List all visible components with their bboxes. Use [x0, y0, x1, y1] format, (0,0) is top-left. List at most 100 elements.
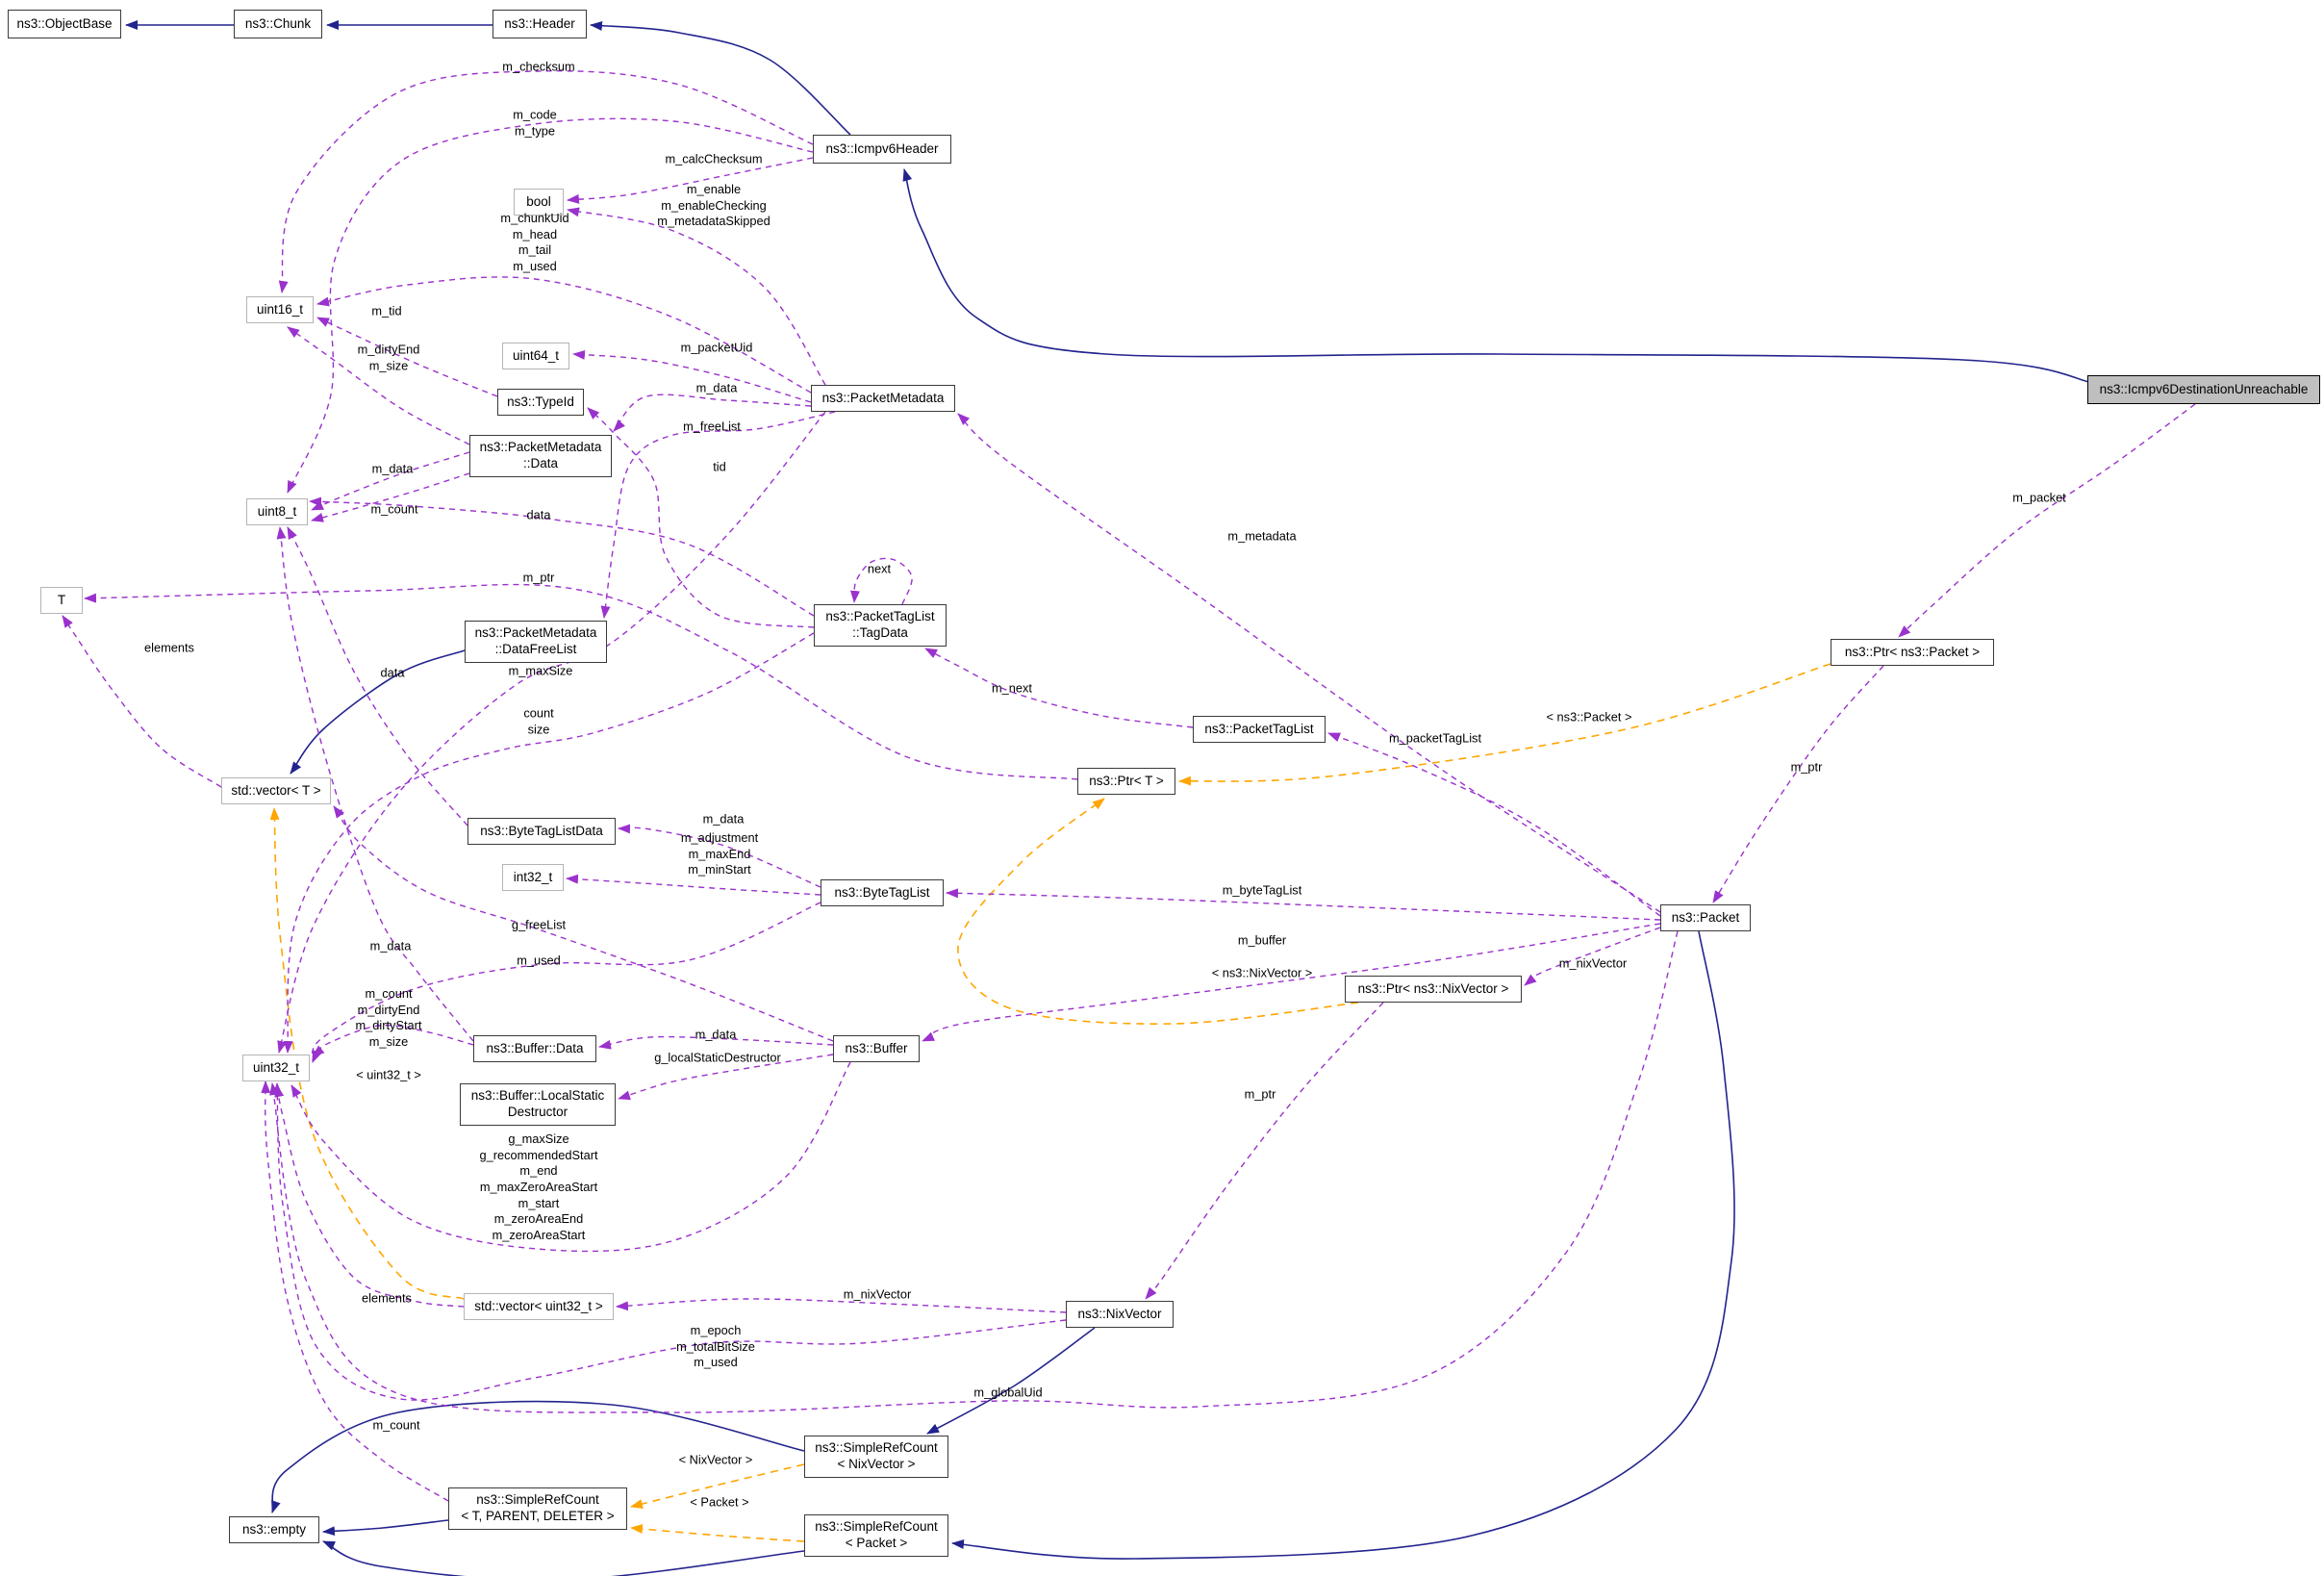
edge-usage-bytetaglist-uint32: [311, 902, 821, 1063]
edge-inherit-nixvector-srcnix: [926, 1327, 1096, 1435]
node-bufferlsd[interactable]: ns3::Buffer::LocalStatic Destructor: [460, 1083, 616, 1126]
edge-usage-packetmetadata-pmdata: [613, 394, 812, 432]
node-ptrnixvector[interactable]: ns3::Ptr< ns3::NixVector >: [1345, 976, 1522, 1003]
node-uint32[interactable]: uint32_t: [242, 1055, 310, 1081]
node-ptrt[interactable]: ns3::Ptr< T >: [1077, 768, 1175, 795]
node-uint64[interactable]: uint64_t: [502, 343, 569, 369]
node-nixvector[interactable]: ns3::NixVector: [1066, 1301, 1174, 1328]
edge-label-packet-buffer: m_buffer: [1237, 932, 1287, 948]
node-ptrpacket[interactable]: ns3::Ptr< ns3::Packet >: [1831, 639, 1994, 666]
edge-usage-packetmetadata-pmdatafreelist: [600, 411, 836, 619]
edge-inherit-srcnix-empty: [271, 1400, 805, 1513]
node-srctpd[interactable]: ns3::SimpleRefCount < T, PARENT, DELETER…: [448, 1487, 627, 1530]
node-bytetaglist[interactable]: ns3::ByteTagList: [821, 879, 944, 906]
edge-label-pmdata-uint8: m_count: [370, 501, 418, 517]
node-bufferdata[interactable]: ns3::Buffer::Data: [473, 1035, 596, 1062]
edge-usage-idu-ptrpacket: [1898, 403, 2196, 638]
edge-label-nixvector-vectoruint32: m_nixVector: [843, 1286, 912, 1302]
edge-usage-ptrnixvector-nixvector: [1145, 1002, 1384, 1300]
node-typeid[interactable]: ns3::TypeId: [497, 389, 584, 416]
edge-label-packetmetadata-uint16: m_chunkUid m_head m_tail m_used: [500, 210, 569, 273]
node-empty[interactable]: ns3::empty: [229, 1516, 319, 1543]
edge-label-pmdata-uint8: m_data: [371, 461, 414, 476]
edge-template-vectoruint32-vectort: [269, 807, 465, 1300]
node-packet[interactable]: ns3::Packet: [1660, 904, 1751, 931]
edge-label-tagdata-uint32: count size: [523, 705, 554, 736]
node-tagdata[interactable]: ns3::PacketTagList ::TagData: [814, 604, 947, 647]
edge-label-vectoruint32-vectort: < uint32_t >: [356, 1067, 421, 1082]
edge-label-packet-uint32: m_globalUid: [973, 1385, 1043, 1400]
node-packettaglist[interactable]: ns3::PacketTagList: [1193, 716, 1326, 743]
edge-label-bufferdata-uint32: m_count m_dirtyEnd m_dirtyStart m_size: [355, 985, 422, 1049]
node-buffer[interactable]: ns3::Buffer: [833, 1035, 920, 1062]
edge-label-ptrpacket-ptrt: < ns3::Packet >: [1546, 709, 1632, 724]
edge-label-bytetaglist-bytetaglistdata: m_data: [702, 811, 745, 826]
edge-usage-pmdata-uint8: [311, 451, 470, 511]
node-vectoruint32[interactable]: std::vector< uint32_t >: [464, 1293, 614, 1320]
node-idu[interactable]: ns3::Icmpv6DestinationUnreachable: [2087, 375, 2320, 404]
edge-label-bytetaglistdata-uint8: data: [380, 665, 405, 680]
edge-usage-buffer-bufferlsd: [618, 1054, 834, 1101]
edge-usage-vectoruint32-uint32: [274, 1084, 465, 1308]
node-pmdatafreelist[interactable]: ns3::PacketMetadata ::DataFreeList: [465, 621, 607, 663]
node-bool[interactable]: bool: [514, 189, 564, 216]
edge-usage-packetmetadata-uint64: [572, 349, 812, 403]
node-bytetaglistdata[interactable]: ns3::ByteTagListData: [467, 818, 616, 845]
edge-label-packettaglist-tagdata: m_next: [992, 680, 1032, 696]
edge-label-packetmetadata-pmdata: m_data: [695, 380, 738, 395]
edge-inherit-srcpacket-empty: [322, 1540, 805, 1576]
edge-usage-bufferdata-uint32: [312, 1024, 474, 1057]
edge-label-buffer-uint32: g_maxSize g_recommendedStart m_end m_max…: [479, 1131, 598, 1242]
edge-usage-buffer-uint32: [290, 1061, 851, 1253]
edge-label-bytetaglist-uint32: m_used: [517, 953, 561, 968]
edge-usage-ptrpacket-packet: [1712, 665, 1884, 903]
edge-usage-tagdata-tagdata: [849, 557, 913, 605]
edge-label-buffer-bufferdata: m_data: [695, 1027, 737, 1042]
node-icmpv6header[interactable]: ns3::Icmpv6Header: [813, 135, 951, 164]
node-objectbase[interactable]: ns3::ObjectBase: [8, 10, 121, 38]
edge-label-srcpacket-srctpd: < Packet >: [690, 1494, 749, 1510]
edge-label-pmdata-uint16: m_dirtyEnd m_size: [357, 342, 420, 372]
edge-usage-icmpv6header-uint8: [287, 117, 814, 494]
edge-usage-icmpv6header-uint16: [278, 69, 814, 293]
edge-usage-ptrt-t: [84, 583, 1078, 780]
node-int32[interactable]: int32_t: [502, 864, 564, 891]
node-t[interactable]: T: [40, 587, 83, 614]
node-vectort[interactable]: std::vector< T >: [221, 777, 331, 804]
node-uint16[interactable]: uint16_t: [246, 296, 314, 323]
edge-label-packet-packetmetadata: m_metadata: [1227, 528, 1297, 544]
edge-usage-tagdata-typeid: [587, 407, 815, 628]
edge-inherit-idu-icmpv6header: [902, 168, 2094, 384]
node-pmdata[interactable]: ns3::PacketMetadata ::Data: [469, 435, 612, 477]
edge-usage-packetmetadata-uint16: [316, 276, 812, 394]
edge-template-srcnix-srctpd: [630, 1463, 805, 1509]
edge-label-packet-packettaglist: m_packetTagList: [1388, 730, 1482, 746]
node-chunk[interactable]: ns3::Chunk: [234, 10, 322, 38]
edge-label-packetmetadata-bool: m_enable m_enableChecking m_metadataSkip…: [657, 182, 770, 229]
edge-label-vectoruint32-uint32: elements: [362, 1290, 412, 1306]
edge-usage-packet-packetmetadata: [957, 413, 1661, 913]
edge-label-icmpv6header-uint16: m_checksum: [502, 59, 575, 74]
edge-label-ptrnixvector-ptrt: < ns3::NixVector >: [1211, 965, 1313, 980]
node-srcpacket[interactable]: ns3::SimpleRefCount < Packet >: [804, 1514, 948, 1557]
edge-usage-packet-packettaglist: [1327, 732, 1661, 917]
edge-label-tagdata-typeid: tid: [713, 459, 726, 474]
edge-label-ptrpacket-packet: m_ptr: [1790, 759, 1823, 775]
edge-usage-packet-buffer: [922, 923, 1661, 1042]
edge-label-icmpv6header-bool: m_calcChecksum: [665, 151, 763, 166]
edge-usage-bufferdata-uint8: [276, 526, 474, 1042]
node-srcnix[interactable]: ns3::SimpleRefCount < NixVector >: [804, 1436, 948, 1478]
edge-usage-bytetaglist-bytetaglistdata: [618, 824, 821, 888]
edge-usage-bytetaglist-int32: [566, 874, 821, 896]
edge-inherit-icmpv6header-header: [590, 21, 851, 136]
edge-inherit-packet-srcpacket: [951, 930, 1735, 1560]
edge-usage-pmdata-uint16: [287, 326, 470, 445]
node-packetmetadata[interactable]: ns3::PacketMetadata: [811, 385, 955, 412]
node-uint8[interactable]: uint8_t: [246, 498, 308, 525]
edge-label-packetmetadata-uint64: m_packetUid: [680, 340, 753, 355]
edge-label-packetmetadata-pmdatafreelist: m_freeList: [683, 419, 741, 434]
node-header[interactable]: ns3::Header: [493, 10, 587, 38]
edge-label-tagdata-uint8: data: [526, 507, 551, 522]
